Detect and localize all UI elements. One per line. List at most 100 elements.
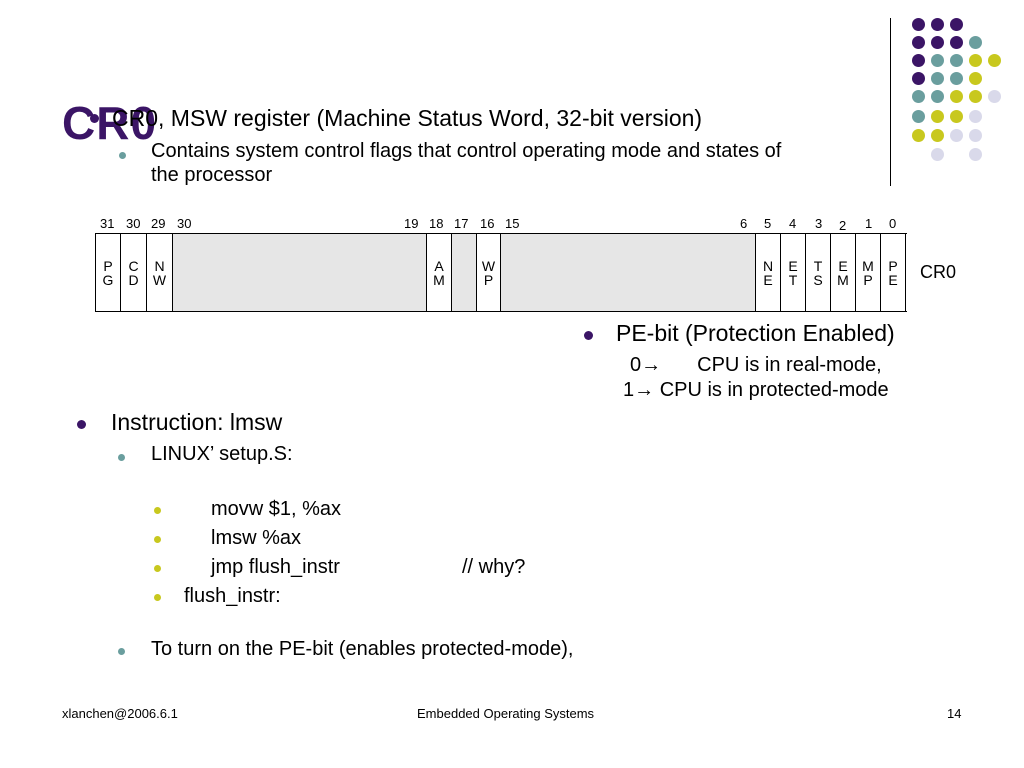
dot bbox=[931, 36, 944, 49]
bit-number: 16 bbox=[480, 216, 495, 231]
title-divider-line bbox=[890, 18, 891, 186]
linux-setup-label: LINUX’ setup.S: bbox=[151, 443, 293, 465]
bullet-dot bbox=[154, 565, 161, 572]
bit-number: 5 bbox=[764, 216, 772, 231]
code-line-jmp: jmp flush_instr bbox=[211, 556, 340, 578]
bullet-dot bbox=[90, 114, 99, 123]
dot bbox=[969, 148, 982, 161]
field-letter: M bbox=[862, 257, 874, 274]
footer-page-number: 14 bbox=[947, 706, 962, 721]
code-line-label: flush_instr: bbox=[184, 585, 281, 607]
dot bbox=[988, 90, 1001, 103]
bullet-dot bbox=[118, 454, 125, 461]
slide-title: CR0 bbox=[62, 97, 158, 149]
bullet-dot bbox=[154, 507, 161, 514]
bit-number: 30 bbox=[177, 216, 192, 231]
dot bbox=[969, 90, 982, 103]
pe-bit-heading: PE-bit (Protection Enabled) bbox=[616, 320, 895, 346]
dot bbox=[912, 36, 925, 49]
dot bbox=[950, 54, 963, 67]
dot bbox=[988, 54, 1001, 67]
field-letter: C bbox=[128, 257, 139, 274]
bit-number: 19 bbox=[404, 216, 419, 231]
bit-number: 3 bbox=[815, 216, 823, 231]
sub-bullet-line2: the processor bbox=[151, 164, 273, 186]
dot bbox=[931, 129, 944, 142]
pe-value-0: 0 bbox=[630, 354, 642, 376]
pe-line1: 0→CPU is in real-mode, bbox=[630, 354, 882, 377]
bullet-dot bbox=[584, 331, 593, 340]
sub-bullet-line1: Contains system control flags that contr… bbox=[151, 140, 782, 162]
field-letter: N bbox=[154, 257, 165, 274]
bullet-dot bbox=[118, 648, 125, 655]
arrow-icon: → bbox=[641, 354, 662, 376]
field-letter: M bbox=[837, 271, 849, 288]
dot bbox=[912, 18, 925, 31]
dot bbox=[931, 110, 944, 123]
bit-number: 2 bbox=[839, 218, 847, 233]
dot bbox=[950, 18, 963, 31]
bit-number: 1 bbox=[865, 216, 873, 231]
field-letter: E bbox=[763, 271, 773, 288]
dot bbox=[950, 36, 963, 49]
dot bbox=[931, 72, 944, 85]
dot bbox=[931, 18, 944, 31]
dot bbox=[912, 110, 925, 123]
dot bbox=[950, 90, 963, 103]
bit-number: 15 bbox=[505, 216, 520, 231]
dot bbox=[969, 129, 982, 142]
bullet-dot bbox=[77, 420, 86, 429]
reserved-field bbox=[501, 234, 756, 311]
field-letter: T bbox=[788, 271, 798, 288]
reserved-field bbox=[452, 234, 477, 311]
bit-number: 17 bbox=[454, 216, 469, 231]
field-letter: D bbox=[128, 271, 139, 288]
field-letter: G bbox=[102, 271, 114, 288]
instruction-heading: Instruction: lmsw bbox=[111, 409, 283, 435]
field-letter: S bbox=[813, 271, 823, 288]
code-comment-why: // why? bbox=[462, 556, 526, 578]
field-letter: E bbox=[838, 257, 848, 274]
dot bbox=[931, 90, 944, 103]
field-letter: E bbox=[788, 257, 798, 274]
bit-number: 6 bbox=[740, 216, 748, 231]
dot bbox=[912, 54, 925, 67]
bullet-dot bbox=[154, 594, 161, 601]
dot bbox=[931, 148, 944, 161]
bullet-cr0-msw: CR0, MSW register (Machine Status Word, … bbox=[112, 105, 703, 131]
code-line-movw: movw $1, %ax bbox=[211, 498, 342, 520]
bit-number: 4 bbox=[789, 216, 797, 231]
field-letter: M bbox=[433, 271, 445, 288]
field-letter: W bbox=[481, 257, 496, 274]
bit-number: 31 bbox=[100, 216, 115, 231]
bit-number: 0 bbox=[889, 216, 897, 231]
dot bbox=[950, 129, 963, 142]
dot bbox=[912, 129, 925, 142]
field-letter: E bbox=[888, 271, 898, 288]
dot bbox=[950, 110, 963, 123]
turn-on-pe-text: To turn on the PE-bit (enables protected… bbox=[151, 638, 574, 660]
bit-number: 18 bbox=[429, 216, 444, 231]
field-letter: A bbox=[434, 257, 444, 274]
bullet-dot bbox=[154, 536, 161, 543]
dot bbox=[950, 72, 963, 85]
dot bbox=[969, 72, 982, 85]
field-letter: P bbox=[103, 257, 113, 274]
footer-author: xlanchen@2006.6.1 bbox=[62, 706, 178, 721]
code-line-lmsw: lmsw %ax bbox=[211, 527, 302, 549]
reserved-field bbox=[173, 234, 427, 311]
pe-value-1: 1 bbox=[623, 379, 635, 401]
field-letter: P bbox=[863, 271, 873, 288]
dot bbox=[969, 54, 982, 67]
